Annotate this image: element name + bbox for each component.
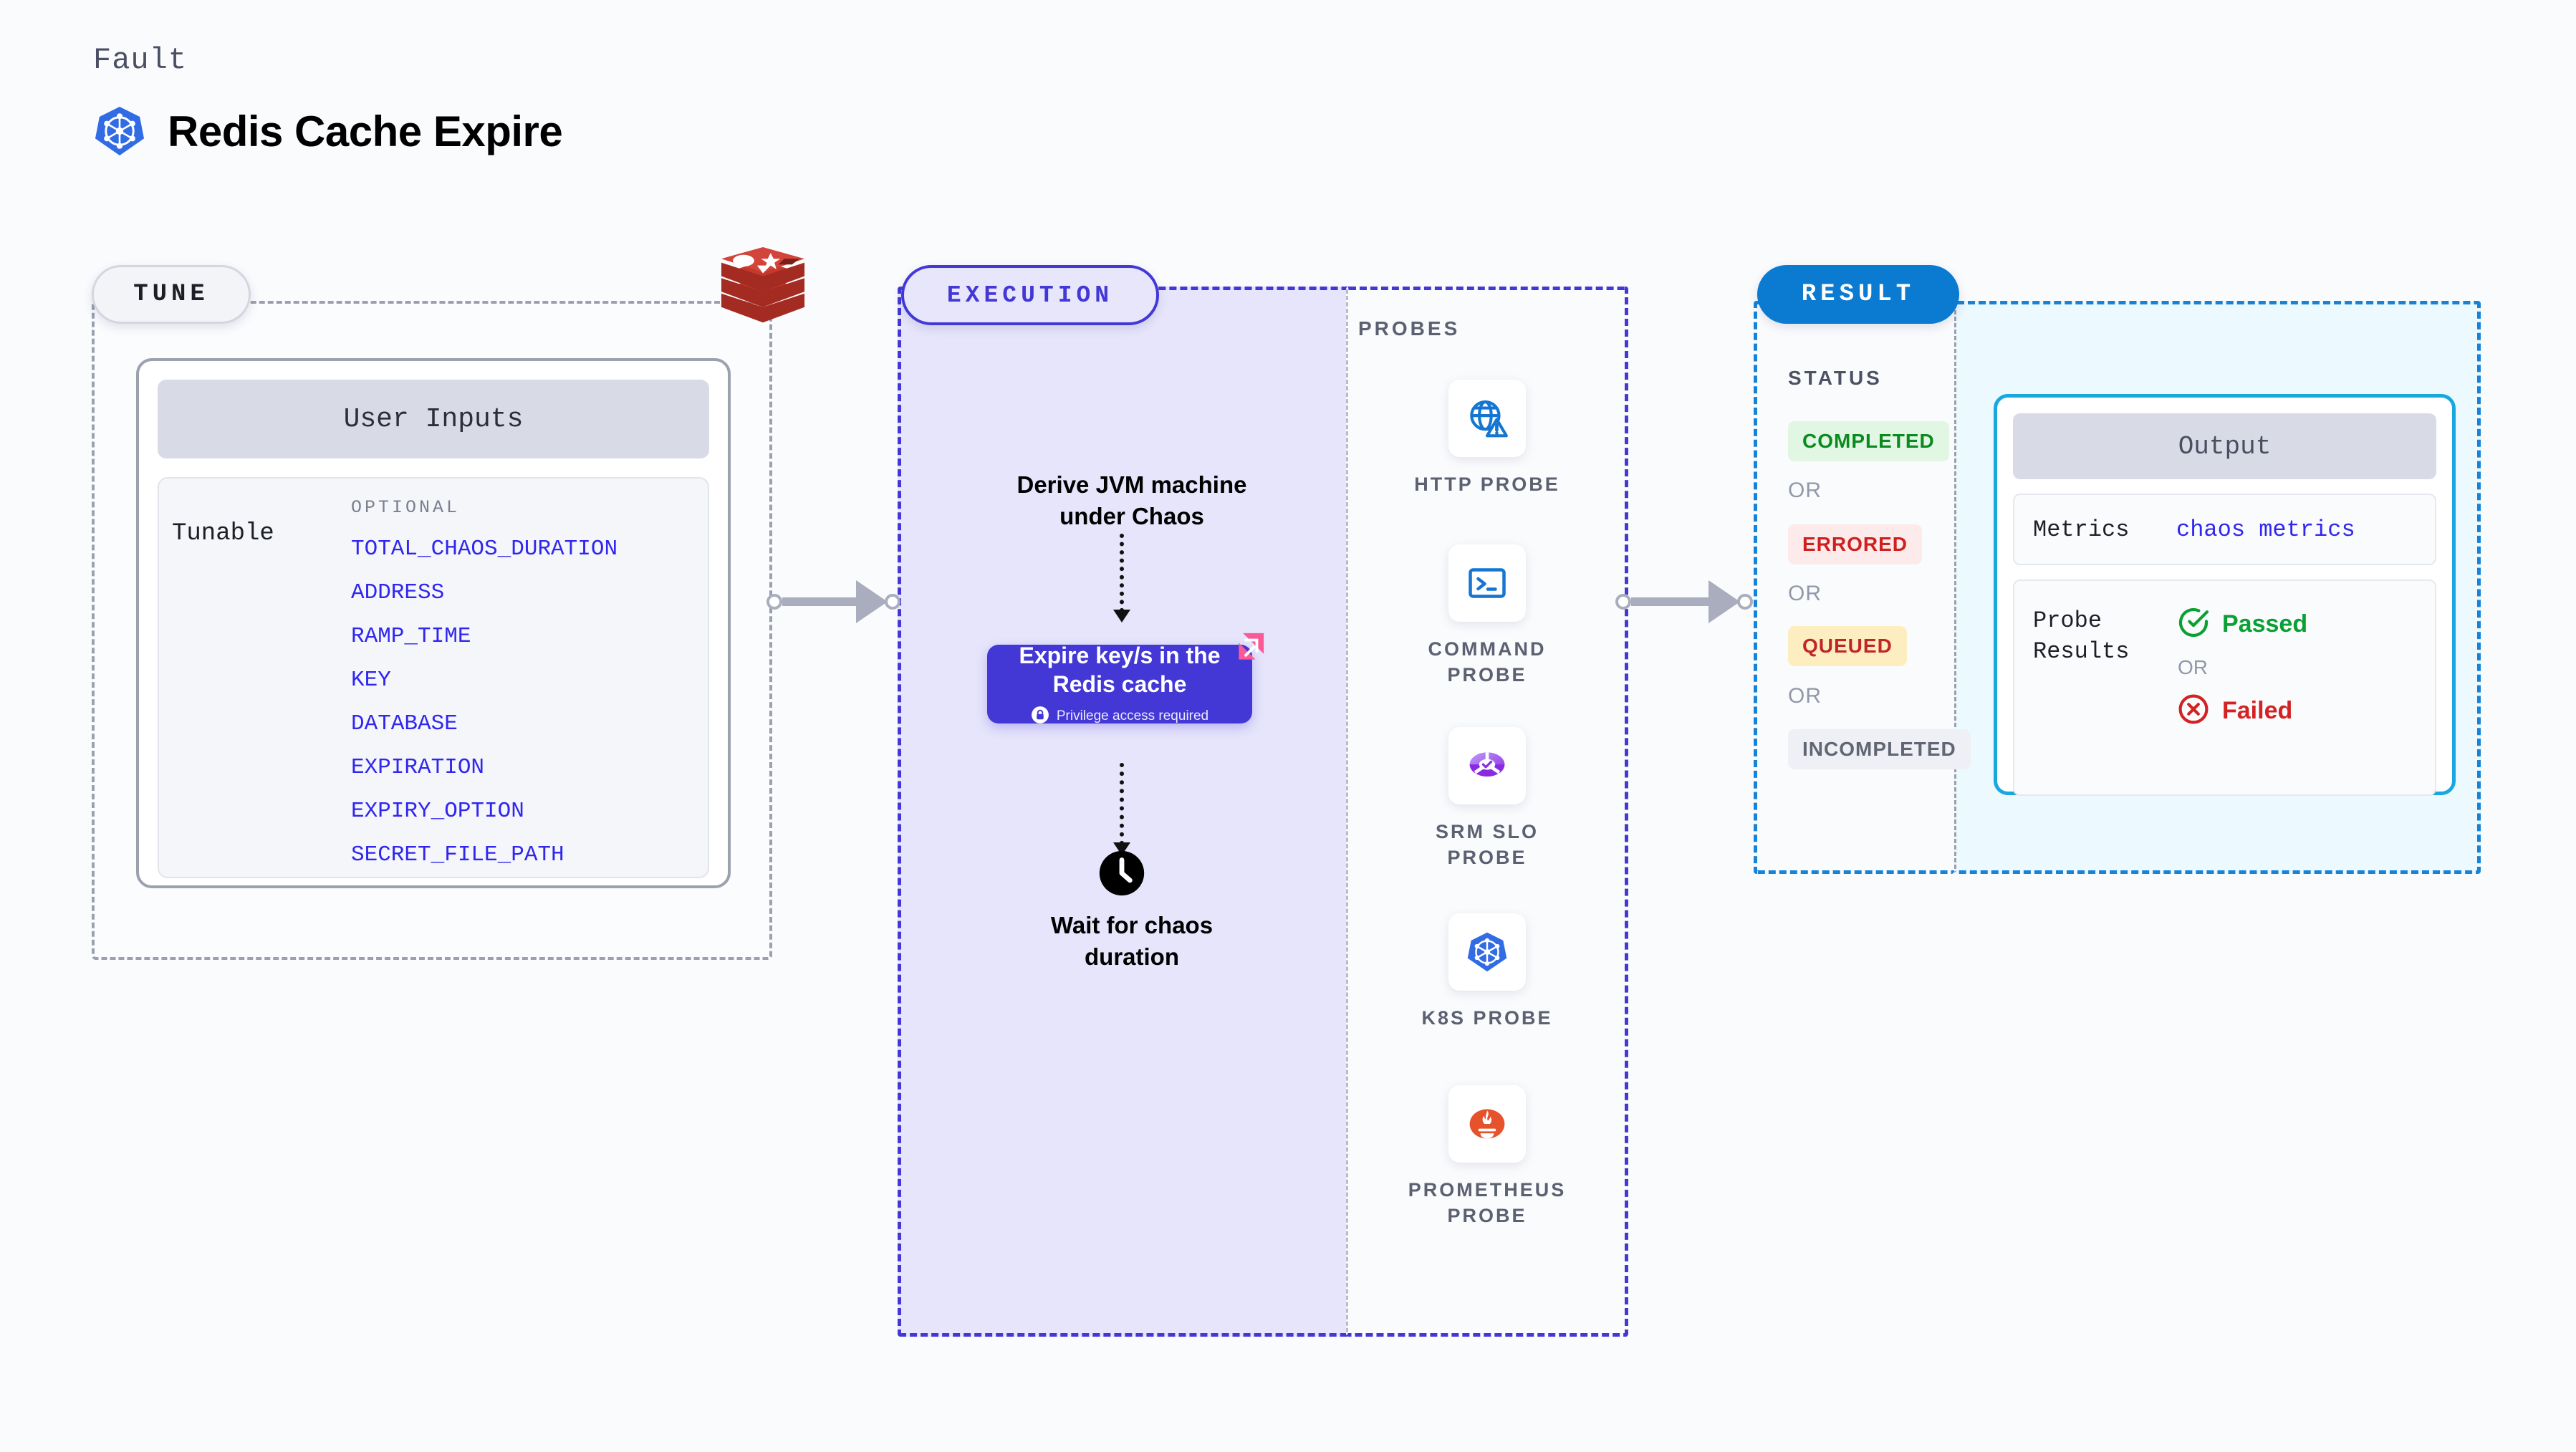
fault-card-title: Expire key/s in the Redis cache	[1019, 642, 1221, 697]
failed-label: Failed	[2222, 697, 2293, 724]
connector-arrowhead	[1708, 580, 1740, 623]
param-expiration[interactable]: EXPIRATION	[351, 755, 485, 780]
connector-end-dot	[885, 594, 900, 610]
status-badge-errored: ERRORED	[1788, 524, 1923, 564]
connector-bar	[782, 597, 857, 606]
probe-http-label: HTTP PROBE	[1414, 473, 1560, 495]
page-header: Fault	[93, 43, 563, 158]
status-badge-incompleted: INCOMPLETED	[1788, 729, 1971, 769]
param-secret-file-path[interactable]: SECRET_FILE_PATH	[351, 842, 564, 867]
kubernetes-icon	[1448, 913, 1526, 991]
tunable-box: Tunable OPTIONAL TOTAL_CHAOS_DURATION AD…	[158, 477, 709, 878]
step-wait-for-chaos-duration: Wait for chaos duration	[999, 910, 1264, 972]
probe-k8s[interactable]: K8S PROBE	[1346, 913, 1628, 1031]
check-circle-icon	[2176, 605, 2211, 643]
connector-start-dot	[1615, 594, 1631, 610]
fault-title-row: Redis Cache Expire	[93, 105, 563, 158]
status-or-1: OR	[1788, 479, 1822, 502]
probe-result-passed: Passed	[2176, 605, 2307, 643]
execution-stage-pill[interactable]: EXECUTION	[901, 265, 1159, 325]
connector-tune-to-execution	[766, 580, 900, 623]
globe-warning-icon	[1448, 380, 1526, 457]
param-address[interactable]: ADDRESS	[351, 580, 445, 605]
prometheus-icon	[1448, 1085, 1526, 1163]
probes-heading: PROBES	[1358, 317, 1461, 340]
fault-action-card[interactable]: Expire key/s in the Redis cache Privileg…	[987, 643, 1252, 723]
optional-params-list: OPTIONAL TOTAL_CHAOS_DURATION ADDRESS RA…	[351, 497, 617, 877]
param-key[interactable]: KEY	[351, 668, 391, 693]
user-inputs-card: User Inputs Tunable OPTIONAL TOTAL_CHAOS…	[136, 358, 731, 888]
probe-k8s-label: K8S PROBE	[1421, 1007, 1553, 1029]
step-derive-line2: under Chaos	[1059, 502, 1204, 529]
metrics-row: Metrics chaos metrics	[2013, 494, 2436, 565]
probe-http[interactable]: HTTP PROBE	[1346, 380, 1628, 497]
connector-end-dot	[1737, 594, 1753, 610]
metrics-label: Metrics	[2033, 516, 2130, 543]
probe-results-values: Passed OR Failed	[2176, 605, 2307, 794]
metrics-value[interactable]: chaos metrics	[2176, 516, 2355, 543]
clock-icon	[1097, 849, 1146, 898]
tunable-label: Tunable	[172, 520, 274, 547]
kubernetes-icon	[93, 105, 146, 158]
lock-icon	[1031, 706, 1049, 728]
probe-result-failed: Failed	[2176, 692, 2307, 730]
connector-bar	[1631, 597, 1710, 606]
connector-arrowhead	[856, 580, 888, 623]
page-title: Redis Cache Expire	[168, 107, 563, 155]
status-or-3: OR	[1788, 684, 1822, 708]
status-badge-queued: QUEUED	[1788, 626, 1907, 666]
terminal-icon	[1448, 544, 1526, 622]
user-inputs-title: User Inputs	[158, 380, 709, 458]
param-ramp-time[interactable]: RAMP_TIME	[351, 624, 471, 649]
param-expiry-option[interactable]: EXPIRY_OPTION	[351, 799, 524, 824]
tune-stage-pill[interactable]: TUNE	[92, 265, 251, 324]
privilege-note-text: Privilege access required	[1056, 708, 1209, 723]
status-heading: STATUS	[1788, 367, 1883, 389]
status-or-2: OR	[1788, 582, 1822, 605]
privilege-note-row: Privilege access required	[1031, 706, 1208, 728]
redis-icon	[713, 247, 813, 344]
probe-results-or: OR	[2178, 656, 2208, 678]
srm-slo-icon	[1448, 727, 1526, 804]
param-database[interactable]: DATABASE	[351, 711, 458, 736]
optional-heading: OPTIONAL	[351, 497, 461, 518]
step-wait-line1: Wait for chaos	[1050, 912, 1213, 938]
connector-execution-to-result	[1615, 580, 1753, 623]
passed-label: Passed	[2222, 610, 2308, 638]
output-title: Output	[2013, 413, 2436, 479]
fault-kicker: Fault	[93, 43, 188, 77]
step-derive-line1: Derive JVM machine	[1017, 471, 1247, 498]
step-derive-jvm-machine: Derive JVM machine under Chaos	[960, 469, 1304, 532]
result-stage-pill[interactable]: RESULT	[1757, 265, 1959, 324]
step-wait-line2: duration	[1085, 943, 1179, 970]
harness-fault-badge-icon	[1225, 630, 1267, 672]
status-badge-completed: COMPLETED	[1788, 421, 1949, 461]
param-total-chaos-duration[interactable]: TOTAL_CHAOS_DURATION	[351, 537, 618, 562]
x-circle-icon	[2176, 692, 2211, 730]
flow-arrow-derive-to-fault	[1113, 534, 1130, 622]
connector-start-dot	[766, 594, 782, 610]
flow-arrow-fault-to-wait	[1113, 763, 1130, 855]
result-status-panel	[1754, 301, 1954, 874]
